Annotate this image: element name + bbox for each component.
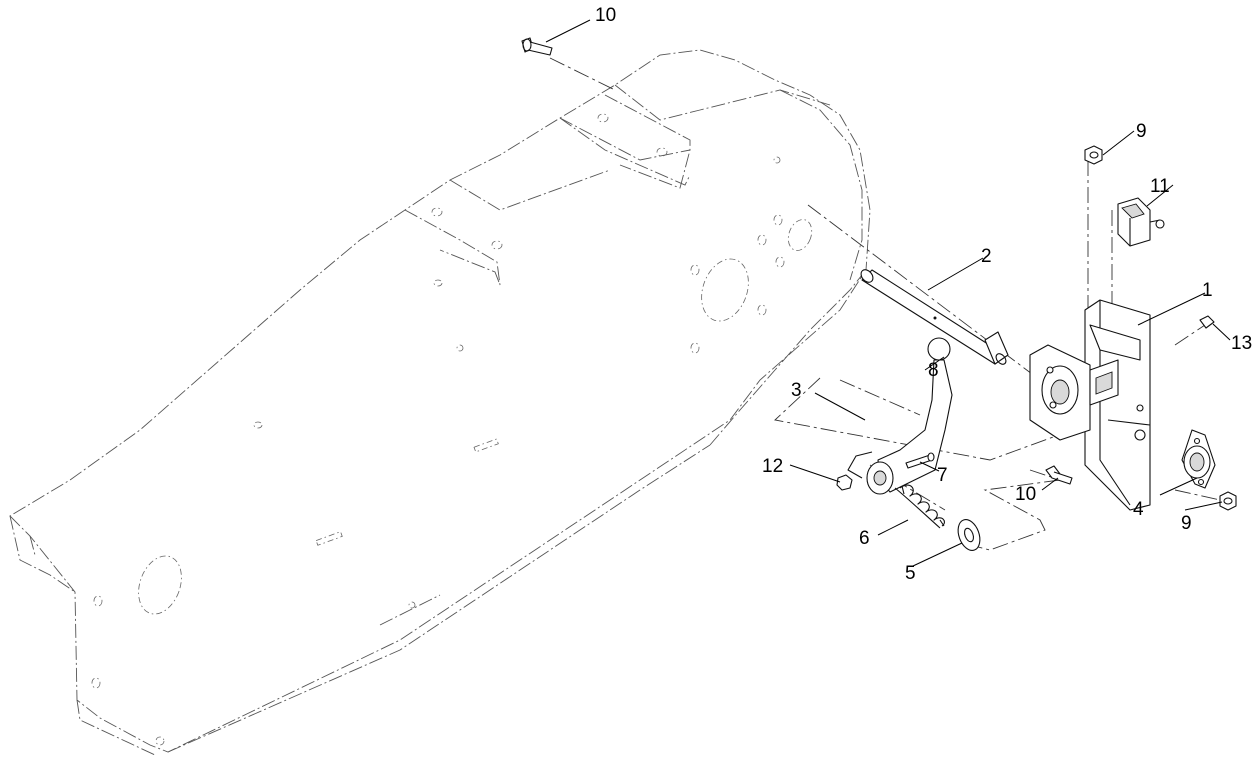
flange-bearing — [1181, 429, 1216, 489]
frame-phantom-outline — [9, 49, 871, 756]
callout-13: 13 — [1231, 333, 1252, 354]
callout-10-upper: 10 — [595, 5, 616, 26]
knob — [927, 337, 951, 361]
callout-6: 6 — [859, 528, 870, 549]
callout-4: 4 — [1133, 499, 1144, 520]
callout-3: 3 — [791, 380, 802, 401]
callout-9-lower: 9 — [1181, 513, 1192, 534]
nut-upper — [1084, 145, 1103, 165]
switch — [1117, 197, 1165, 247]
nut-lower — [1219, 491, 1237, 511]
callout-7: 7 — [937, 465, 948, 486]
callout-labels: 10 1 2 3 4 5 6 7 8 9 9 10 11 12 13 — [595, 5, 1252, 584]
callout-8: 8 — [928, 360, 939, 381]
bolt — [905, 452, 935, 469]
callout-10-lower: 10 — [1015, 484, 1036, 505]
callout-5: 5 — [905, 563, 916, 584]
assembly-center-lines — [549, 57, 1221, 551]
nut-lever — [836, 474, 853, 491]
leader-lines — [545, 19, 1231, 567]
callout-11: 11 — [1150, 176, 1170, 197]
bolt-lower — [1045, 465, 1073, 485]
callout-2: 2 — [981, 246, 992, 267]
bolt-upper — [521, 37, 553, 56]
spring — [894, 484, 945, 529]
callout-12: 12 — [762, 456, 783, 477]
washer — [957, 519, 981, 551]
callout-1: 1 — [1202, 280, 1213, 301]
screw — [1199, 315, 1215, 329]
shaft — [860, 269, 1009, 365]
callout-9-upper: 9 — [1136, 121, 1147, 142]
pivot-bracket — [1029, 299, 1151, 511]
